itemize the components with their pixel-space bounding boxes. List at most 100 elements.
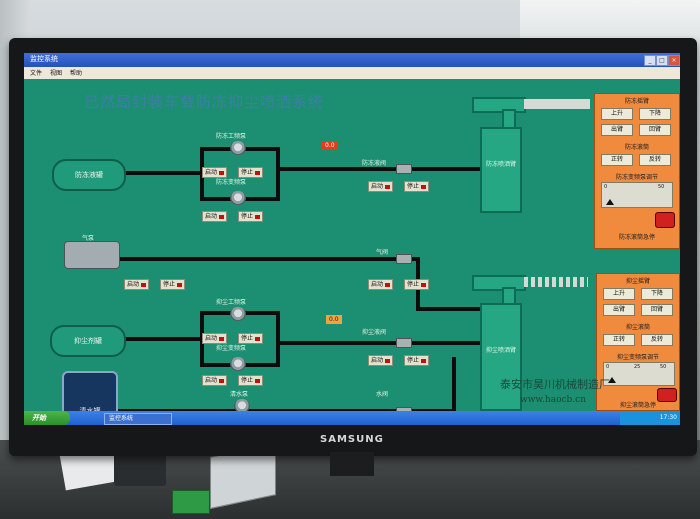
slider-thumb[interactable]: [608, 377, 616, 383]
close-button[interactable]: ×: [668, 55, 680, 66]
panel-heading: 防冻滚筒急停: [618, 234, 655, 241]
system-clock: 17:30: [620, 411, 680, 425]
raise-button[interactable]: 上升: [603, 288, 635, 300]
reverse-button[interactable]: 反转: [639, 154, 671, 166]
start-button[interactable]: 开始: [24, 411, 70, 425]
slider-thumb[interactable]: [606, 199, 614, 205]
spray-bar: [524, 99, 590, 109]
valve-icon[interactable]: [396, 164, 412, 174]
stop-button[interactable]: 停止: [238, 211, 264, 222]
pipe: [116, 257, 416, 261]
pipe: [114, 171, 200, 175]
arm-head: [472, 97, 526, 113]
start-button[interactable]: 启动: [202, 375, 228, 386]
suppress-arm: 抑尘喷洒臂: [480, 303, 522, 411]
valve-icon[interactable]: [396, 254, 412, 264]
title-bar: 监控系统 _ □ ×: [24, 53, 680, 67]
tick-label: 25: [634, 364, 641, 370]
forward-button[interactable]: 正转: [601, 154, 633, 166]
reverse-button[interactable]: 反转: [641, 334, 673, 346]
start-button[interactable]: 启动: [202, 211, 228, 222]
stop-button[interactable]: 停止: [404, 355, 430, 366]
air-compressor-icon[interactable]: [64, 241, 120, 269]
pump-icon[interactable]: [230, 191, 246, 205]
taskbar: 开始 监控系统 17:30: [24, 411, 680, 425]
stop-button[interactable]: 停止: [404, 279, 430, 290]
pipe: [278, 341, 482, 345]
emergency-stop-button[interactable]: [657, 388, 677, 402]
extend-button[interactable]: 出臂: [603, 304, 635, 316]
company-name: 泰安市昊川机械制造厂: [500, 378, 610, 391]
start-button[interactable]: 启动: [124, 279, 150, 290]
pipe: [276, 311, 280, 367]
valve-label: 防冻液阀: [362, 160, 387, 167]
raise-button[interactable]: 上升: [601, 108, 633, 120]
pump-speed-slider[interactable]: 0 25 50: [603, 362, 675, 386]
forward-button[interactable]: 正转: [603, 334, 635, 346]
suppress-tank: 抑尘剂罐: [50, 325, 126, 357]
panel-heading: 抑尘滚筒急停: [619, 402, 656, 409]
pump-icon[interactable]: [234, 399, 250, 413]
panel-heading: 防冻滚筒: [624, 144, 649, 151]
stop-button[interactable]: 停止: [238, 333, 264, 344]
stop-button[interactable]: 停止: [404, 181, 430, 192]
antifreeze-control-panel: 防冻摇臂 上升 下降 出臂 回臂 防冻滚筒 正转 反转 防冻变频泵调节 0 50…: [594, 93, 680, 249]
tick-label: 50: [658, 184, 665, 190]
emergency-stop-button[interactable]: [655, 212, 675, 228]
window-title: 监控系统: [30, 55, 58, 63]
spray-bar: [524, 277, 588, 287]
suppress-control-panel: 抑尘摇臂 上升 下降 出臂 回臂 抑尘滚筒 正转 反转 抑尘变频泵调节 0 25…: [596, 273, 680, 411]
valve-label: 气阀: [376, 249, 389, 256]
pump-speed-slider[interactable]: 0 50: [601, 182, 673, 208]
start-button[interactable]: 启动: [202, 167, 228, 178]
start-button[interactable]: 启动: [368, 181, 394, 192]
valve-icon[interactable]: [396, 338, 412, 348]
lower-button[interactable]: 下降: [641, 288, 673, 300]
pump-icon[interactable]: [230, 141, 246, 155]
valve-label: 抑尘液阀: [362, 329, 387, 336]
pipe: [278, 167, 486, 171]
stop-button[interactable]: 停止: [238, 375, 264, 386]
menu-view[interactable]: 视图: [50, 70, 63, 77]
pump-label: 防冻工频泵: [216, 133, 247, 140]
panel-heading: 抑尘滚筒: [625, 324, 650, 331]
minimize-button[interactable]: _: [644, 55, 656, 66]
start-button[interactable]: 启动: [202, 333, 228, 344]
taskbar-app[interactable]: 监控系统: [104, 413, 172, 425]
monitor-stand: [330, 452, 374, 476]
compressor-label: 气泵: [82, 235, 95, 242]
stop-button[interactable]: 停止: [238, 167, 264, 178]
menu-file[interactable]: 文件: [30, 70, 43, 77]
arm-head: [472, 275, 526, 291]
retract-button[interactable]: 回臂: [639, 124, 671, 136]
scada-canvas: 已然局封装车载防冻抑尘喷洒系统 防冻液罐 防冻工频泵 防冻变频泵 启动 停止 启…: [24, 79, 680, 419]
system-title: 已然局封装车载防冻抑尘喷洒系统: [84, 93, 325, 111]
tick-label: 50: [660, 364, 667, 370]
retract-button[interactable]: 回臂: [641, 304, 673, 316]
extend-button[interactable]: 出臂: [601, 124, 633, 136]
monitor-brand: SAMSUNG: [320, 434, 384, 445]
panel-heading: 抑尘变频泵调节: [616, 354, 659, 361]
panel-heading: 防冻摇臂: [624, 98, 649, 105]
company-website: www.haocb.cn: [520, 395, 586, 405]
pipe: [276, 147, 280, 201]
maximize-button[interactable]: □: [656, 55, 668, 66]
pressure-display: 0.0: [322, 141, 338, 150]
stop-button[interactable]: 停止: [160, 279, 186, 290]
valve-label: 水阀: [376, 391, 389, 398]
pipe: [114, 337, 200, 341]
terminal-block: [172, 490, 210, 514]
pump-label: 抑尘工频泵: [216, 299, 247, 306]
arm-label: 防冻喷洒臂: [485, 161, 516, 168]
start-button[interactable]: 启动: [368, 355, 394, 366]
lower-button[interactable]: 下降: [639, 108, 671, 120]
pump-label: 清水泵: [230, 391, 249, 398]
panel-heading: 防冻变频泵调节: [615, 174, 658, 181]
pump-label: 抑尘变频泵: [216, 345, 247, 352]
pump-icon[interactable]: [230, 307, 246, 321]
pump-label: 防冻变频泵: [216, 179, 247, 186]
start-button[interactable]: 启动: [368, 279, 394, 290]
menu-help[interactable]: 帮助: [70, 70, 83, 77]
pump-icon[interactable]: [230, 357, 246, 371]
tick-label: 0: [604, 184, 608, 190]
